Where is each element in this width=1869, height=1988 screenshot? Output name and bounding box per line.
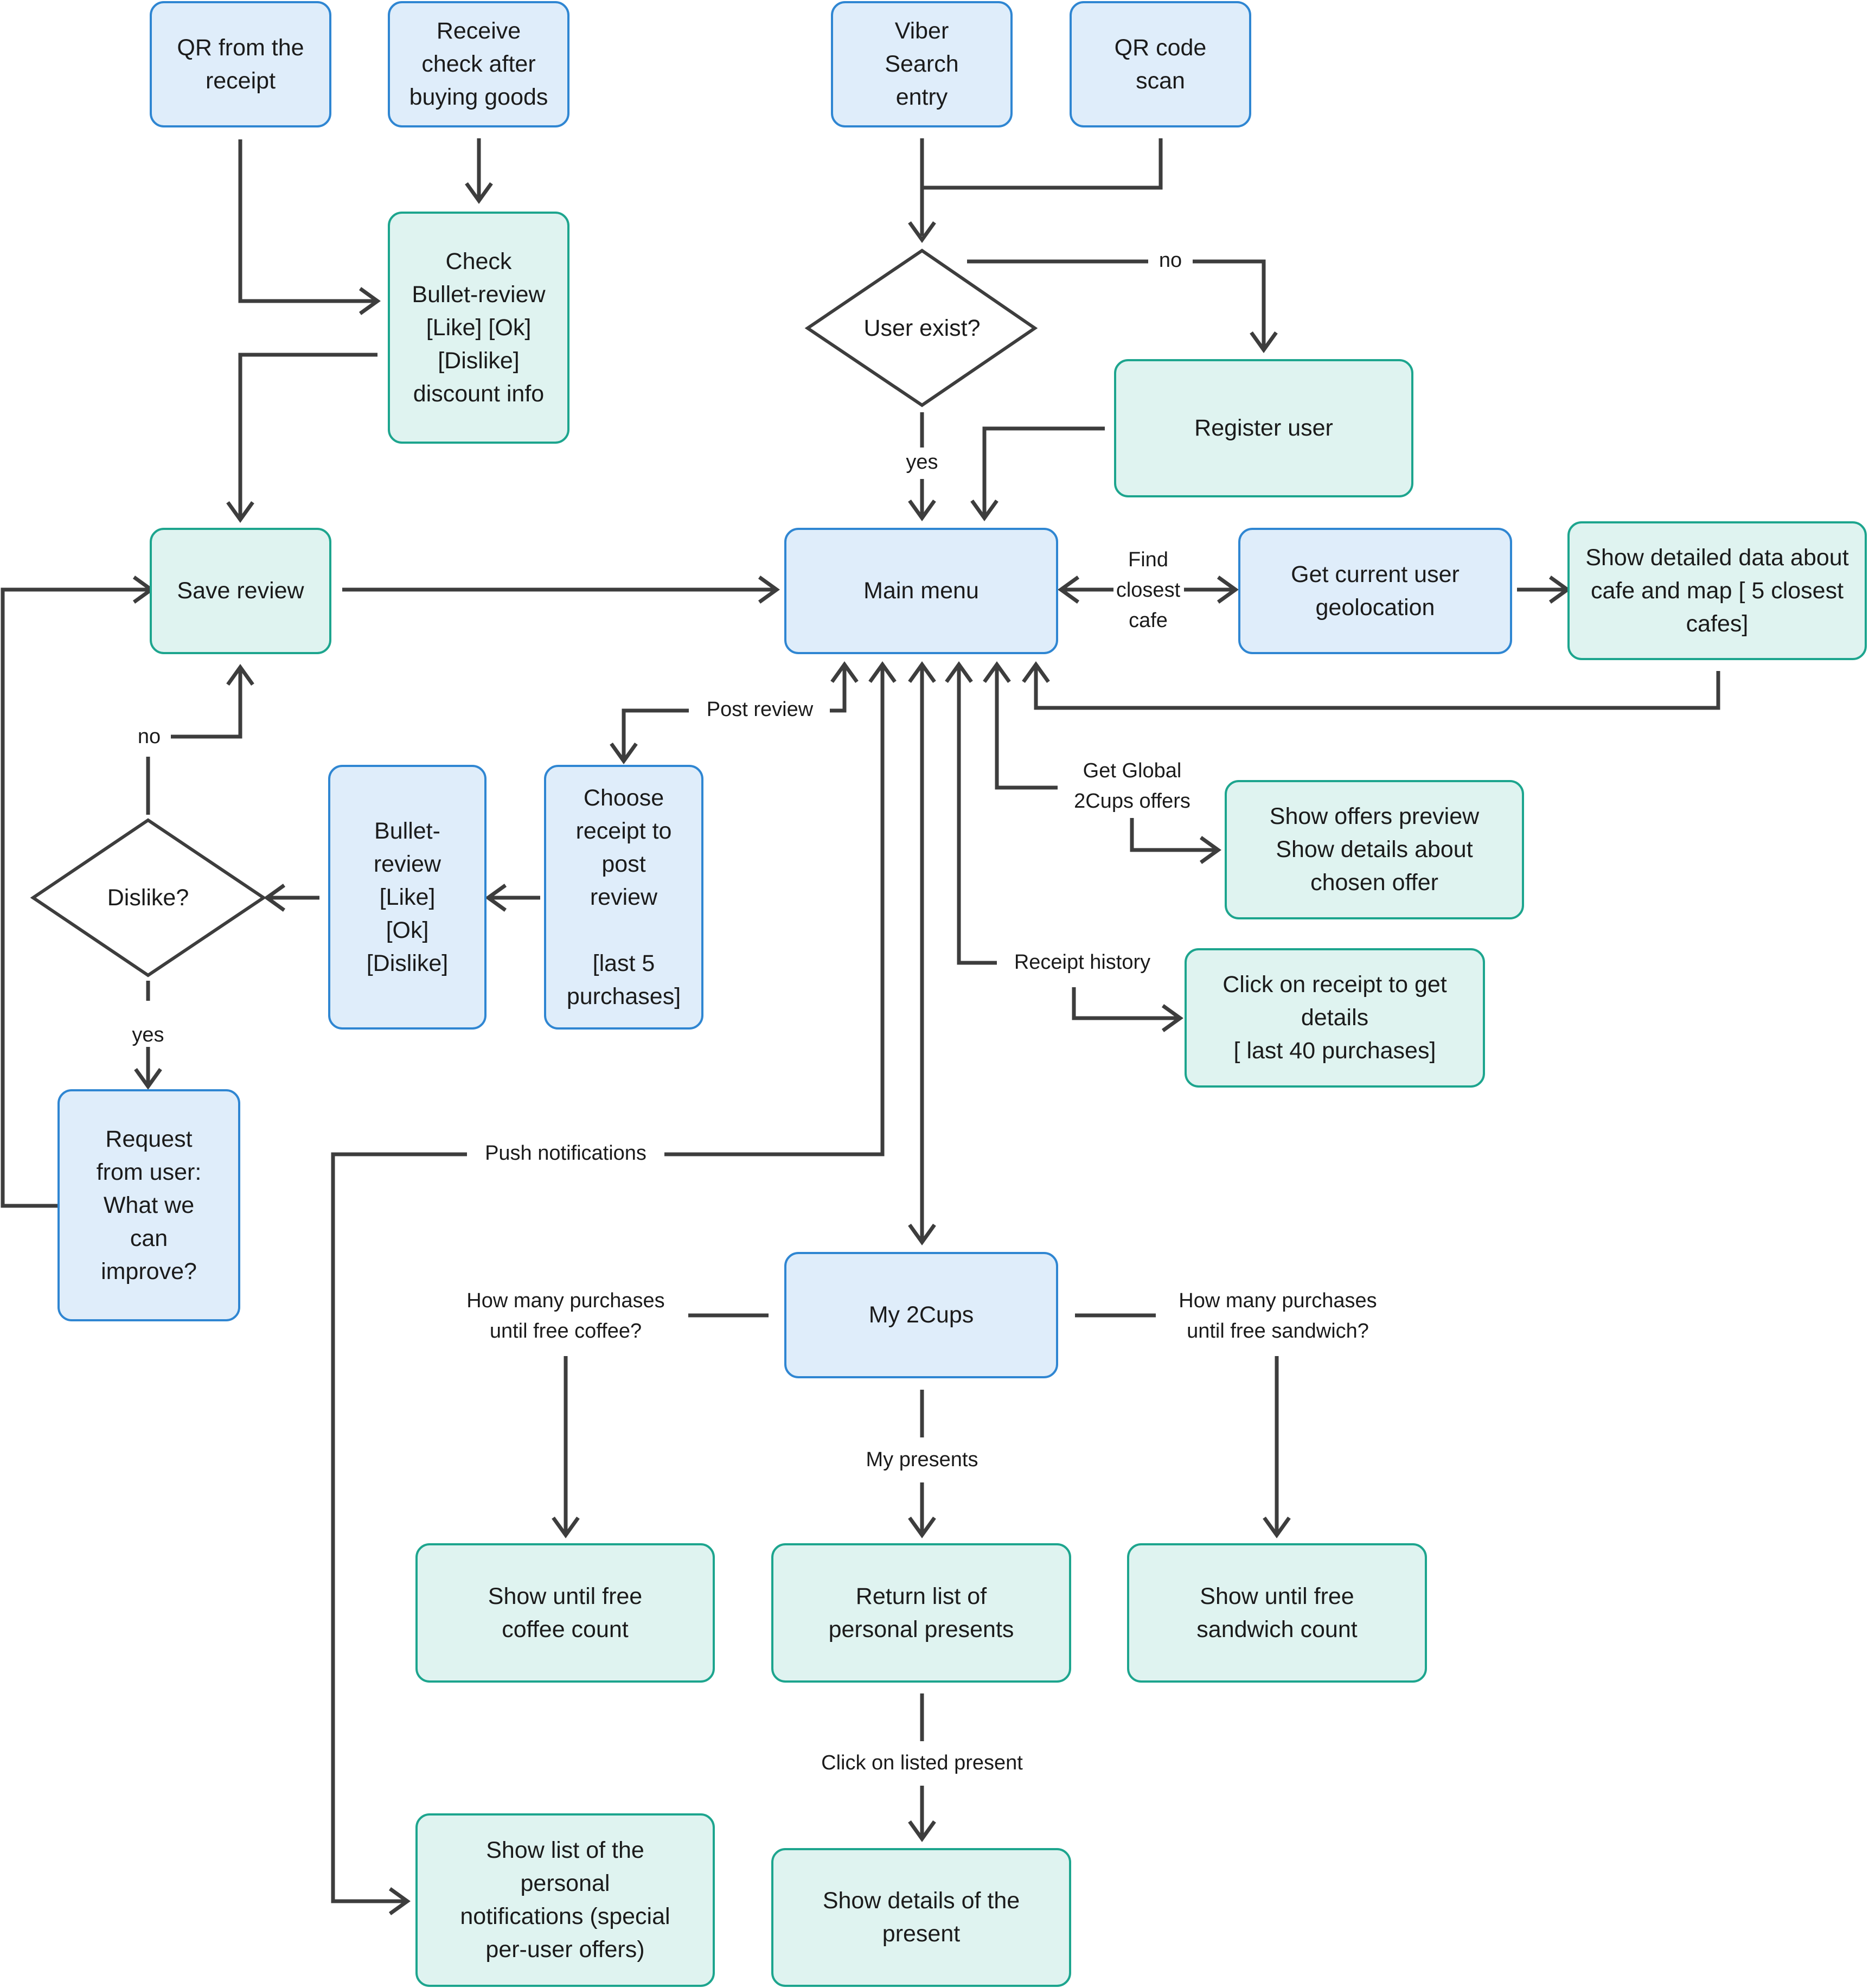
edge-label-no-register: no	[1158, 249, 1182, 272]
arrowhead	[359, 287, 381, 315]
edge-post-review-a	[830, 667, 847, 713]
node-show-notifications: Show list of the personal notifications …	[415, 1813, 715, 1987]
arrowhead	[226, 664, 254, 686]
edge-offers-a	[995, 667, 1058, 790]
edge-qrscan-merge	[922, 138, 1163, 190]
edge-label-sandwich-question: How many purchases until free sandwich?	[1179, 1289, 1377, 1343]
arrowhead	[908, 221, 936, 243]
edge-label-yes-dislike: yes	[132, 1024, 164, 1046]
arrowhead	[388, 1887, 411, 1915]
node-request-from-user: Request from user: What we can improve?	[57, 1089, 240, 1321]
edge-register-to-main	[982, 426, 1105, 515]
edge-cafe-to-main	[1034, 667, 1720, 710]
node-click-receipt-details: Click on receipt to get details [ last 4…	[1185, 948, 1485, 1088]
edge-label-find-closest-cafe: Find closest cafe	[1116, 548, 1181, 632]
arrowhead	[552, 1516, 580, 1538]
node-my-2cups: My 2Cups	[784, 1252, 1058, 1378]
node-check-bullet-review: Check Bullet-review [Like] [Ok] [Dislike…	[388, 212, 569, 444]
node-receive-check: Receive check after buying goods	[388, 1, 569, 127]
arrowhead	[1022, 661, 1050, 683]
edge-history-b	[1072, 987, 1177, 1020]
arrowhead	[945, 661, 973, 683]
node-return-presents: Return list of personal presents	[771, 1543, 1071, 1683]
node-bullet-review: Bullet- review [Like] [Ok] [Dislike]	[328, 765, 487, 1030]
node-show-present-details: Show details of the present	[771, 1848, 1071, 1987]
decision-user-exist-label: User exist?	[863, 315, 981, 341]
node-show-cafe-data: Show detailed data about cafe and map [ …	[1567, 521, 1867, 660]
arrowhead	[908, 1223, 936, 1245]
edge-label-yes-main: yes	[906, 451, 938, 474]
edge-dislike-no-b	[171, 670, 242, 739]
edge-post-review-b	[622, 708, 689, 758]
arrowhead	[134, 1067, 162, 1090]
arrowhead	[1263, 1516, 1291, 1538]
arrowhead	[1199, 836, 1221, 864]
node-main-menu: Main menu	[784, 528, 1058, 654]
arrowhead	[983, 661, 1011, 683]
node-register-user: Register user	[1114, 359, 1413, 497]
node-show-offers: Show offers preview Show details about c…	[1225, 780, 1524, 919]
node-show-sandwich-count: Show until free sandwich count	[1127, 1543, 1427, 1683]
arrowhead	[610, 742, 638, 764]
arrowhead	[908, 1820, 936, 1842]
arrowhead	[868, 661, 897, 683]
edge-label-post-review: Post review	[706, 698, 814, 721]
node-get-geolocation: Get current user geolocation	[1238, 528, 1512, 654]
arrowhead	[830, 661, 859, 683]
edge-check-to-save	[238, 353, 377, 517]
edge-push-a	[664, 667, 885, 1156]
node-save-review: Save review	[150, 528, 331, 654]
edge-history-a	[957, 667, 997, 965]
node-viber-search-entry: Viber Search entry	[831, 1, 1013, 127]
node-qr-from-receipt: QR from the receipt	[150, 1, 331, 127]
node-show-coffee-count: Show until free coffee count	[415, 1543, 715, 1683]
arrowhead	[1161, 1004, 1183, 1032]
decision-diamond-dislike	[30, 818, 267, 977]
arrowhead	[758, 576, 780, 604]
arrowhead	[1058, 576, 1080, 604]
arrowhead	[264, 884, 286, 912]
arrowhead	[908, 1516, 936, 1538]
arrowhead	[1217, 576, 1239, 604]
edge-qr-to-check	[238, 139, 374, 303]
edge-offers-b	[1130, 818, 1215, 852]
arrowhead	[1250, 331, 1278, 353]
edge-label-push-notifications: Push notifications	[485, 1142, 647, 1165]
edge-label-receipt-history: Receipt history	[1014, 951, 1151, 974]
edge-no-segment-2	[1193, 259, 1266, 347]
edge-label-my-presents: My presents	[866, 1448, 978, 1471]
arrowhead	[908, 499, 936, 521]
arrowhead	[465, 182, 493, 204]
decision-diamond-user-exist	[804, 248, 1038, 407]
edge-label-get-global-offers: Get Global 2Cups offers	[1074, 759, 1190, 813]
edge-label-click-listed-present: Click on listed present	[821, 1752, 1023, 1774]
node-choose-receipt: Choose receipt to post review [last 5 pu…	[544, 765, 703, 1030]
decision-dislike-label: Dislike?	[107, 884, 189, 911]
arrowhead	[226, 501, 254, 523]
node-qr-code-scan: QR code scan	[1070, 1, 1251, 127]
edge-request-to-save	[1, 587, 148, 1208]
arrowhead	[908, 661, 936, 683]
arrowhead	[485, 884, 507, 912]
edge-label-coffee-question: How many purchases until free coffee?	[466, 1289, 665, 1343]
edge-label-no-dislike: no	[137, 725, 161, 748]
arrowhead	[970, 499, 998, 521]
edge-push-b	[331, 1152, 467, 1903]
